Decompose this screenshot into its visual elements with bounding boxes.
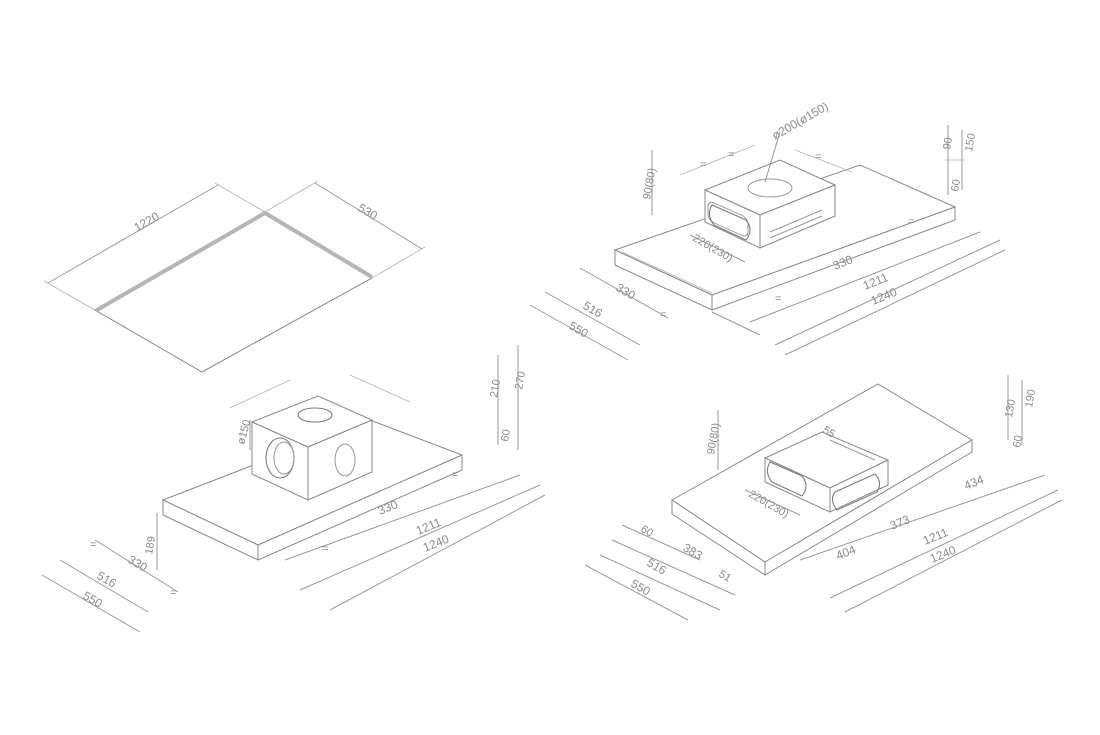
height-270-label: 270 <box>513 370 528 390</box>
cutout-outline <box>94 211 373 373</box>
equal-mark: = <box>90 539 96 551</box>
spigot-diameter-label: ø150 <box>235 418 253 445</box>
dim-373-label: 373 <box>888 512 912 533</box>
canopy-front-right <box>764 439 973 576</box>
equal-mark: = <box>728 149 734 161</box>
height-190-label: 190 <box>1023 388 1038 408</box>
duct-55-label: 55 <box>821 424 838 441</box>
top-spigot <box>297 407 333 423</box>
equal-mark: = <box>452 469 458 481</box>
dim-404-label: 404 <box>834 542 858 563</box>
height-210-label: 210 <box>488 378 503 398</box>
dim-51-label: 51 <box>717 568 734 585</box>
dim-line-530 <box>314 182 423 250</box>
height-60-label: 60 <box>499 428 513 442</box>
canopy-front-right <box>257 454 463 561</box>
equal-mark: = <box>700 159 706 171</box>
dim-label-1220: 1220 <box>132 209 162 235</box>
view-motor-box: ø150 210 270 60 189 330 516 550 330 1211… <box>41 345 546 633</box>
motor-box-side <box>307 419 373 501</box>
equal-mark: = <box>775 293 781 305</box>
height-60-label: 60 <box>949 178 963 192</box>
side-height-label: 90(80) <box>641 167 658 200</box>
duct-side <box>829 459 889 513</box>
dim-383-label: 383 <box>681 540 706 562</box>
inner-depth-label: 516 <box>581 298 606 320</box>
view-top-spigot: ø200(ø150) = = = 90 150 60 90(80) 220(23… <box>529 99 1006 361</box>
canopy-front-right <box>711 206 956 311</box>
equal-mark: = <box>170 587 176 599</box>
equal-mark: = <box>322 543 328 555</box>
equal-mark: = <box>815 151 821 163</box>
outer-depth-label: 550 <box>81 588 106 610</box>
view-cutout: 1220 530 <box>43 180 426 373</box>
equal-mark: = <box>908 216 914 228</box>
view-side-duct: 55 130 190 60 90(80) 220(230) 60 383 516… <box>584 375 1063 621</box>
equal-mark: = <box>660 309 666 321</box>
height-150-label: 150 <box>963 132 978 152</box>
dim-label-530: 530 <box>355 201 380 223</box>
duct-outlet-right <box>831 473 881 511</box>
duct-outlet-left <box>766 461 807 497</box>
inner-length-label: 1211 <box>921 525 950 548</box>
spigot-diameter-label: ø200(ø150) <box>770 99 831 142</box>
spigot-box-right <box>759 184 836 249</box>
depth-189-label: 189 <box>143 535 158 555</box>
height-60-label: 60 <box>1011 434 1025 448</box>
height-90-label: 90 <box>941 136 955 150</box>
height-130-label: 130 <box>1003 398 1018 418</box>
dim-line-1220 <box>47 184 219 284</box>
outer-length-label: 1240 <box>928 543 958 566</box>
side-spigot <box>334 443 356 477</box>
dim-434-label: 434 <box>962 472 986 493</box>
inner-depth-label: 516 <box>645 555 670 577</box>
side-height-label: 90(80) <box>705 422 722 455</box>
cutout-edge-highlight <box>95 210 374 312</box>
outer-depth-label: 550 <box>629 576 654 598</box>
offset-330-a-label: 330 <box>126 552 151 574</box>
dim-60-label: 60 <box>639 523 656 540</box>
duct-outlet <box>708 204 751 241</box>
inner-depth-label: 516 <box>95 568 120 590</box>
